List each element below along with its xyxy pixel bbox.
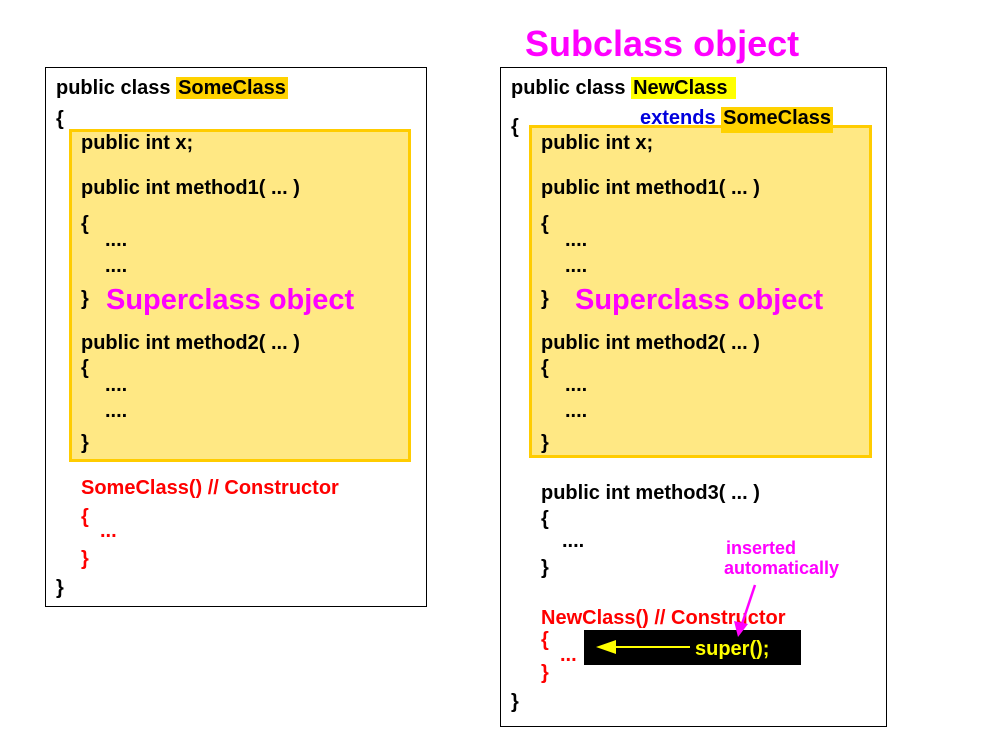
method1-close-brace: } [541, 288, 549, 310]
superclass-object-label: Superclass object [575, 284, 824, 316]
method1-signature: public int method1( ... ) [541, 177, 760, 199]
method2-body-line: .... [105, 374, 128, 396]
close-brace: } [56, 577, 64, 599]
method1-close-brace: } [81, 288, 89, 310]
extends-keyword: extends [640, 107, 716, 129]
field-declaration: public int x; [541, 132, 654, 154]
magenta-arrow-line [740, 584, 757, 625]
constructor-body: ... [560, 644, 577, 666]
yellow-arrow-head-icon [596, 640, 616, 654]
open-brace: { [56, 108, 64, 130]
method3-close-brace: } [541, 557, 549, 579]
constructor-close-brace: } [81, 548, 89, 570]
method1-body-line: .... [565, 229, 588, 251]
annotation-inserted: inserted [726, 538, 797, 558]
diagram-title: Subclass object [525, 23, 800, 64]
decl-keyword: public class [56, 77, 171, 99]
constructor-close-brace: } [541, 662, 549, 684]
method2-close-brace: } [541, 432, 549, 454]
class-declaration-right: public class NewClass [511, 77, 736, 99]
method2-body-line: .... [565, 400, 588, 422]
constructor-signature: SomeClass() // Constructor [81, 477, 339, 499]
field-declaration: public int x; [81, 132, 194, 154]
method2-body-line: .... [565, 374, 588, 396]
method2-open-brace: { [81, 357, 89, 379]
superclass-object-box-right [529, 125, 872, 458]
close-brace: } [511, 691, 519, 713]
class-name-highlight: SomeClass [176, 77, 288, 99]
super-call-text: super(); [695, 638, 770, 660]
superclass-object-box-left [69, 129, 411, 462]
method2-open-brace: { [541, 357, 549, 379]
superclass-object-label: Superclass object [106, 284, 355, 316]
method1-open-brace: { [541, 213, 549, 235]
extends-class-highlight: SomeClass [721, 107, 833, 133]
method3-open-brace: { [541, 508, 549, 530]
method3-body-line: .... [562, 530, 585, 552]
magenta-arrow-head-icon [734, 621, 748, 637]
extends-clause: extends SomeClass [640, 107, 833, 133]
constructor-body: ... [100, 520, 117, 542]
method1-body-line: .... [565, 255, 588, 277]
method1-signature: public int method1( ... ) [81, 177, 300, 199]
method1-open-brace: { [81, 213, 89, 235]
constructor-signature: NewClass() // Constructor [541, 607, 786, 629]
method2-signature: public int method2( ... ) [81, 332, 300, 354]
method1-body-line: .... [105, 229, 128, 251]
decl-keyword: public class [511, 77, 626, 99]
annotation-automatically: automatically [724, 558, 840, 578]
constructor-open-brace: { [541, 629, 549, 651]
class-name-highlight: NewClass [631, 77, 736, 99]
open-brace: { [511, 116, 519, 138]
method2-close-brace: } [81, 432, 89, 454]
class-declaration-left: public class SomeClass [56, 77, 288, 99]
method2-body-line: .... [105, 400, 128, 422]
method1-body-line: .... [105, 255, 128, 277]
method3-signature: public int method3( ... ) [541, 482, 760, 504]
method2-signature: public int method2( ... ) [541, 332, 760, 354]
constructor-open-brace: { [81, 506, 89, 528]
